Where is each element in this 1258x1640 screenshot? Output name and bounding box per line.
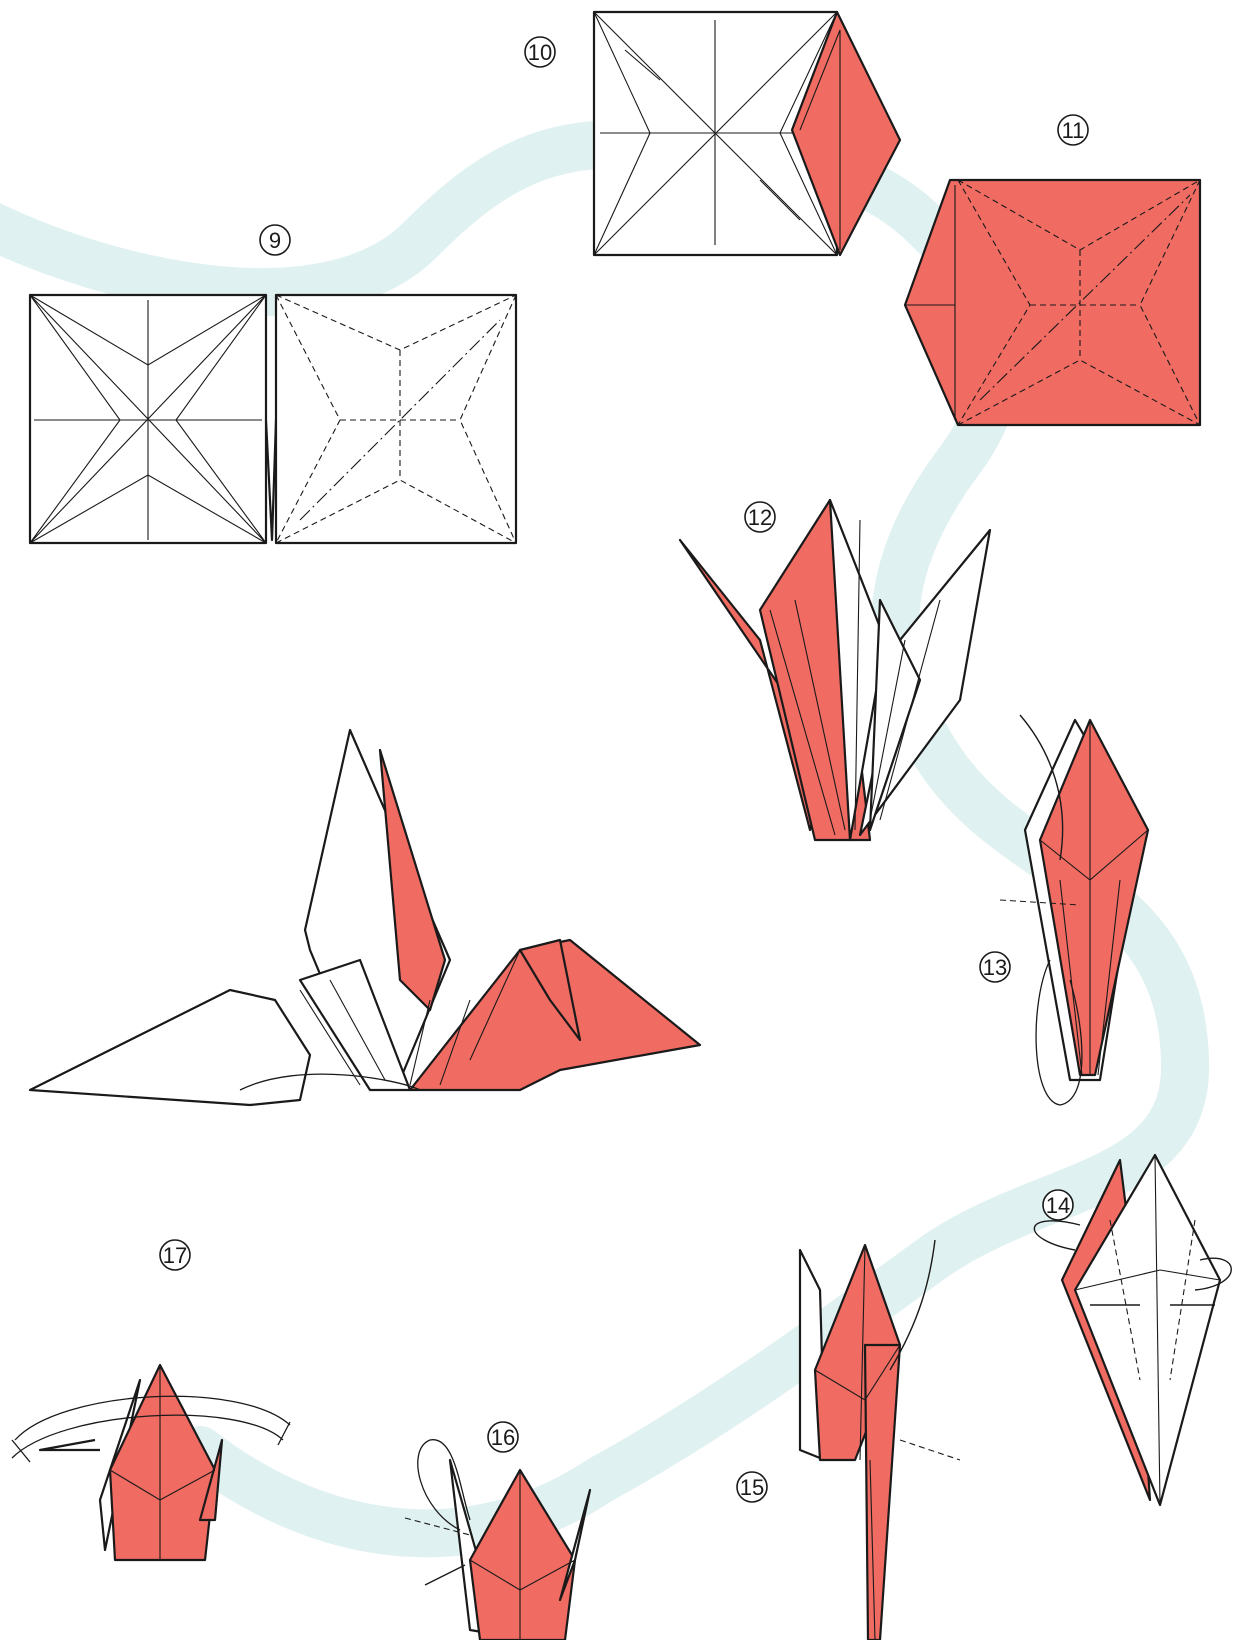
svg-text:9: 9 — [269, 228, 281, 253]
step-16-badge: 16 — [488, 1422, 518, 1452]
step-14-figure: 14 — [1034, 1155, 1231, 1505]
svg-text:13: 13 — [983, 955, 1007, 980]
svg-text:16: 16 — [491, 1425, 515, 1450]
svg-text:17: 17 — [163, 1243, 187, 1268]
svg-text:11: 11 — [1062, 118, 1085, 143]
step-17-figure: 17 — [12, 1240, 290, 1560]
step-15-figure: 15 — [737, 1240, 960, 1640]
svg-text:10: 10 — [528, 40, 552, 65]
svg-text:12: 12 — [748, 505, 772, 530]
svg-text:14: 14 — [1046, 1193, 1070, 1218]
step-12-badge: 12 — [745, 502, 775, 532]
svg-text:15: 15 — [740, 1475, 764, 1500]
finished-crane-figure — [30, 730, 700, 1105]
step-17-badge: 17 — [160, 1240, 190, 1270]
step-15-badge: 15 — [737, 1472, 767, 1502]
step-11-badge: 11 — [1058, 115, 1088, 145]
step-13-figure: 13 — [980, 715, 1148, 1105]
step-11-figure: 11 — [905, 115, 1200, 425]
step-10-badge: 10 — [525, 37, 555, 67]
step-14-badge: 14 — [1043, 1190, 1073, 1220]
step-13-badge: 13 — [980, 952, 1010, 982]
step-9-badge: 9 — [260, 225, 290, 255]
